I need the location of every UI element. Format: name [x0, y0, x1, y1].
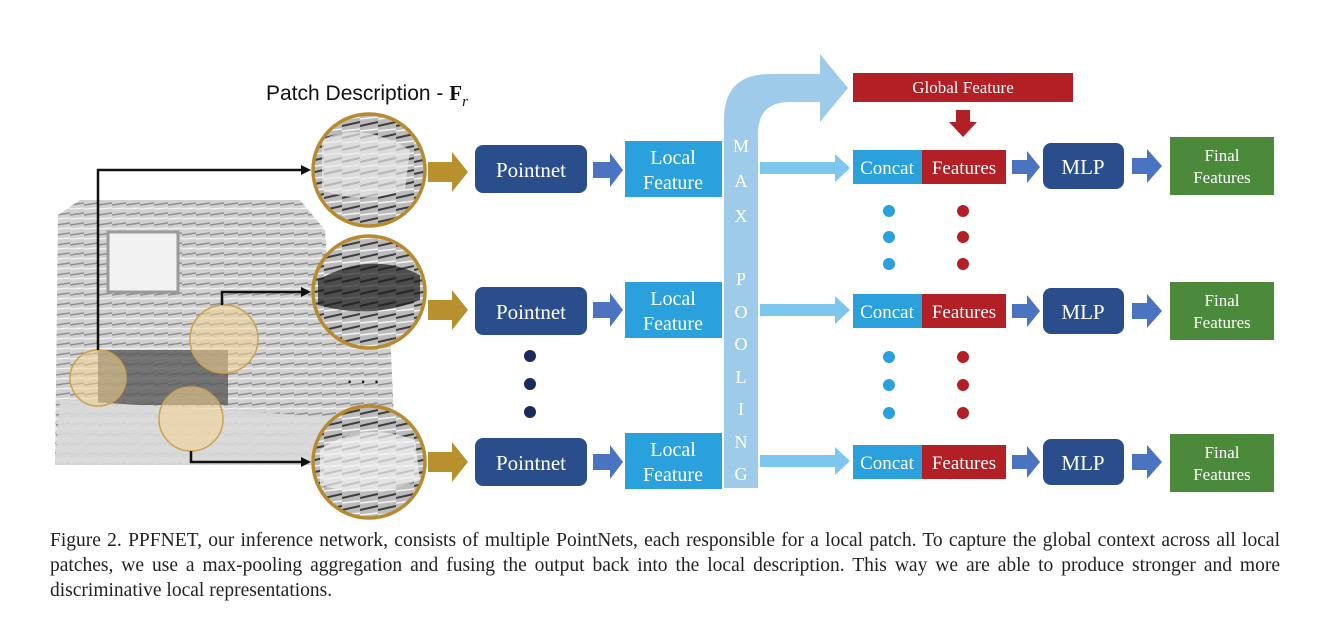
svg-text:Features: Features	[1193, 465, 1251, 484]
svg-text:A: A	[735, 171, 748, 191]
blue-arrow	[593, 153, 623, 187]
concat-features-box: Concat Features	[853, 445, 1006, 479]
blue-arrow	[1132, 294, 1162, 328]
light-arrow	[760, 447, 850, 475]
light-arrow	[760, 296, 850, 324]
pointnet-box: Pointnet	[475, 145, 587, 193]
scan-patch-highlight	[189, 304, 259, 374]
mlp-box: MLP	[1043, 143, 1124, 189]
svg-text:Feature: Feature	[643, 464, 703, 486]
svg-text:Final: Final	[1205, 146, 1240, 165]
local-feature-box: Local Feature	[625, 433, 722, 489]
concat-continuation-dots	[883, 205, 969, 419]
point-cloud-scan	[55, 200, 395, 465]
blue-arrow	[593, 445, 623, 479]
gold-arrow	[428, 442, 468, 482]
svg-text:N: N	[735, 432, 748, 452]
blue-arrow	[1132, 445, 1162, 479]
svg-text:Final: Final	[1205, 443, 1240, 462]
connector-arrowhead	[301, 287, 311, 297]
mlp-box: MLP	[1043, 439, 1124, 485]
diagram-canvas: Patch Description - Fr · · · Pointnet Po…	[55, 54, 1274, 520]
svg-text:Feature: Feature	[643, 172, 703, 194]
magnified-patch-3	[311, 404, 427, 520]
svg-text:O: O	[735, 302, 748, 322]
svg-text:G: G	[735, 464, 748, 484]
svg-text:Features: Features	[1193, 313, 1251, 332]
max-pooling-label: M A X P O O L I N G	[733, 136, 749, 484]
svg-text:Pointnet: Pointnet	[496, 300, 566, 324]
global-down-arrow	[949, 110, 977, 137]
svg-text:MLP: MLP	[1061, 300, 1104, 324]
magnified-patch-1	[311, 112, 427, 228]
patch-description-title: Patch Description - Fr	[266, 81, 468, 110]
svg-text:Local: Local	[650, 439, 696, 461]
svg-text:Feature: Feature	[643, 313, 703, 335]
connector-arrowhead	[301, 165, 311, 175]
svg-text:Features: Features	[932, 453, 996, 474]
svg-text:P: P	[736, 269, 746, 289]
svg-text:Features: Features	[932, 158, 996, 179]
concat-features-box: Concat Features	[853, 294, 1006, 328]
svg-text:Concat: Concat	[860, 453, 915, 474]
svg-text:Final: Final	[1205, 291, 1240, 310]
scan-patch-highlight	[69, 349, 127, 407]
local-feature-box: Local Feature	[625, 141, 722, 197]
svg-text:X: X	[735, 206, 748, 226]
svg-text:L: L	[736, 367, 747, 387]
magnified-patch-2	[311, 234, 427, 350]
final-features-box: Final Features	[1170, 434, 1274, 492]
patch-ellipsis: · · ·	[346, 368, 380, 393]
gold-arrow	[428, 152, 468, 192]
pointnet-box: Pointnet	[475, 438, 587, 486]
mlp-box: MLP	[1043, 288, 1124, 334]
svg-text:I: I	[738, 399, 744, 419]
svg-text:MLP: MLP	[1061, 451, 1104, 475]
svg-text:Pointnet: Pointnet	[496, 451, 566, 475]
svg-text:Local: Local	[650, 147, 696, 169]
blue-arrow	[1132, 149, 1162, 183]
global-feature-box: Global Feature	[853, 73, 1073, 102]
svg-text:Pointnet: Pointnet	[496, 158, 566, 182]
light-arrow	[760, 154, 850, 182]
figure-caption: Figure 2. PPFNET, our inference network,…	[50, 530, 1280, 601]
patch-connectors	[96, 168, 303, 464]
svg-text:MLP: MLP	[1061, 155, 1104, 179]
connector-arrowhead	[301, 457, 311, 467]
scan-patch-highlight	[158, 386, 224, 452]
blue-arrow	[593, 293, 623, 327]
blue-arrow	[1012, 151, 1040, 183]
svg-text:Global Feature: Global Feature	[912, 78, 1014, 97]
max-pooling-arrow	[724, 54, 848, 488]
gold-arrow	[428, 290, 468, 330]
pointnet-continuation-dots	[524, 350, 536, 418]
final-features-box: Final Features	[1170, 282, 1274, 340]
svg-text:Concat: Concat	[860, 158, 915, 179]
svg-text:Local: Local	[650, 288, 696, 310]
local-feature-box: Local Feature	[625, 282, 722, 338]
concat-features-box: Concat Features	[853, 150, 1006, 184]
svg-text:M: M	[733, 136, 749, 156]
svg-text:Concat: Concat	[860, 302, 915, 323]
blue-arrow	[1012, 295, 1040, 327]
svg-text:Features: Features	[932, 302, 996, 323]
pointnet-box: Pointnet	[475, 287, 587, 335]
final-features-box: Final Features	[1170, 137, 1274, 195]
svg-text:Features: Features	[1193, 168, 1251, 187]
blue-arrow	[1012, 446, 1040, 478]
svg-text:O: O	[735, 334, 748, 354]
